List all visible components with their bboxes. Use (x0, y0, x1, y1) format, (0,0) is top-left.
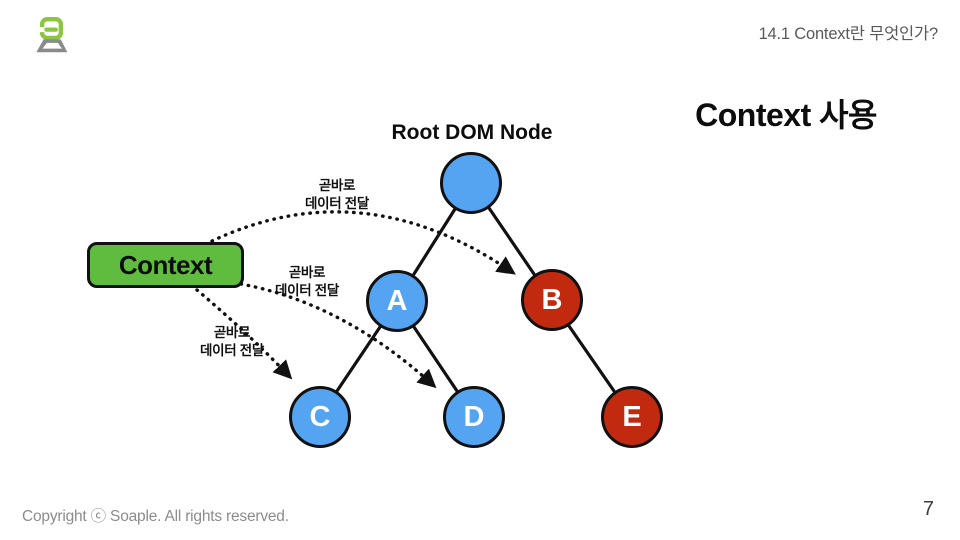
arrow-label-to-c: 곧바로 데이터 전달 (199, 325, 265, 358)
edge-root-b (487, 206, 536, 276)
arrow-label-to-b: 곧바로 데이터 전달 (304, 178, 370, 211)
node-e: E (601, 386, 663, 448)
soaple-logo (22, 13, 68, 62)
page-number: 7 (922, 498, 934, 520)
node-b: B (521, 269, 583, 331)
node-c: C (289, 386, 351, 448)
context-arrow-to-c (195, 288, 293, 380)
edge-b-e (567, 324, 616, 393)
context-arrows (195, 210, 516, 389)
tree-edges (335, 206, 616, 393)
slide-title: Context 사용 (695, 97, 877, 133)
node-a: A (366, 270, 428, 332)
copyright-text: Copyright ⓒ Soaple. All rights reserved. (22, 508, 289, 525)
arrow-label-to-d: 곧바로 데이터 전달 (274, 265, 340, 298)
laptop-logo-icon (36, 17, 68, 53)
root-dom-node-caption: Root DOM Node (391, 121, 553, 144)
context-arrow-to-d (239, 282, 437, 389)
edge-a-d (412, 325, 459, 393)
edge-root-a (412, 207, 457, 276)
context-box-label: Context (118, 249, 213, 280)
context-box: Context (87, 242, 244, 288)
section-header: 14.1 Context란 무엇인가? (758, 25, 939, 43)
node-d: D (443, 386, 505, 448)
context-arrow-to-b (210, 210, 516, 275)
edge-a-c (335, 325, 382, 393)
node-root (440, 152, 502, 214)
